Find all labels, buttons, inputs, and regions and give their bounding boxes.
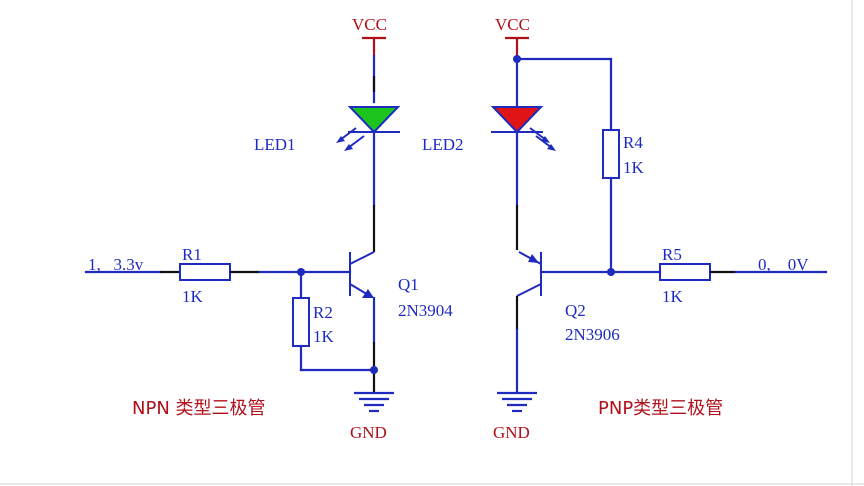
npn-circuit: VCC LED1 Q1 2N3904 bbox=[84, 15, 453, 442]
led2-label: LED2 bbox=[422, 135, 464, 154]
transistor-q1 bbox=[349, 251, 375, 298]
resistor-r2 bbox=[292, 297, 310, 347]
led1-triangle bbox=[347, 106, 401, 134]
q2-part-number: 2N3906 bbox=[565, 325, 620, 344]
resistor-r5 bbox=[659, 263, 711, 281]
led1-label: LED1 bbox=[254, 135, 296, 154]
vcc-label-right: VCC bbox=[495, 15, 530, 34]
input-label-right: 0, 0V bbox=[758, 255, 809, 274]
resistor-r1 bbox=[179, 263, 231, 281]
pnp-caption: PNP类型三极管 bbox=[598, 398, 723, 419]
gnd-symbol-left bbox=[354, 391, 394, 413]
r4-label: R4 bbox=[623, 133, 643, 152]
gnd-label-right: GND bbox=[493, 423, 530, 442]
q1-label: Q1 bbox=[398, 275, 419, 294]
led1 bbox=[336, 106, 401, 151]
r2-value: 1K bbox=[313, 327, 335, 346]
led2 bbox=[490, 106, 556, 151]
resistor-r4 bbox=[602, 129, 620, 179]
r1-label: R1 bbox=[182, 245, 202, 264]
r5-label: R5 bbox=[662, 245, 682, 264]
led2-triangle bbox=[490, 106, 544, 134]
vcc-symbol-right bbox=[505, 36, 529, 58]
vcc-label-left: VCC bbox=[352, 15, 387, 34]
pnp-circuit: VCC LED2 Q2 2N3906 bbox=[422, 15, 828, 442]
r5-value: 1K bbox=[662, 287, 684, 306]
gnd-label-left: GND bbox=[350, 423, 387, 442]
r1-value: 1K bbox=[182, 287, 204, 306]
input-label-left: 1, 3.3v bbox=[88, 255, 144, 274]
junction-base-right bbox=[607, 268, 615, 276]
q2-label: Q2 bbox=[565, 301, 586, 320]
gnd-symbol-right bbox=[497, 391, 537, 413]
vcc-symbol-left bbox=[362, 36, 386, 56]
npn-caption: NPN 类型三极管 bbox=[132, 398, 266, 419]
r2-label: R2 bbox=[313, 303, 333, 322]
q1-part-number: 2N3904 bbox=[398, 301, 453, 320]
transistor-q2 bbox=[516, 251, 542, 297]
r4-value: 1K bbox=[623, 158, 645, 177]
